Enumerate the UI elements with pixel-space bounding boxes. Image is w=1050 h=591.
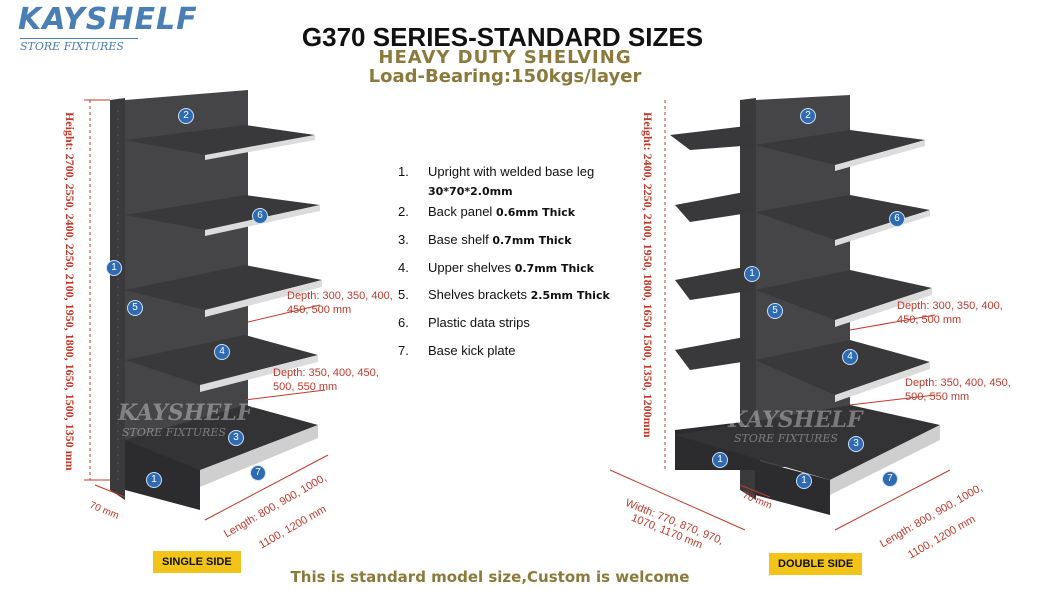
marker-4-single: 4	[214, 344, 230, 360]
feature-text: Upper shelves	[428, 260, 515, 275]
watermark-tagline-single: STORE FIXTURES	[122, 426, 226, 439]
marker-6-single: 6	[252, 208, 268, 224]
feature-item-1-spec: 30*70*2.0mm	[428, 183, 513, 198]
marker-1-double-bottom: 1	[796, 473, 812, 489]
double-depth-base-line1: Depth: 350, 400, 450,	[905, 377, 1011, 389]
marker-2-single: 2	[178, 108, 194, 124]
kayshelf-logo: KAYSHELF	[18, 2, 198, 37]
single-depth-upper-line1: Depth: 300, 350, 400,	[287, 290, 393, 302]
feature-number: 6.	[398, 315, 409, 330]
feature-text: Upright with welded base leg	[428, 164, 595, 179]
feature-item-1: 1. Upright with welded base leg	[398, 164, 594, 179]
double-side-shelf-illustration	[609, 95, 951, 531]
double-depth-upper-line2: 450, 500 mm	[897, 314, 962, 326]
feature-spec: 0.6mm Thick	[495, 206, 576, 219]
load-bearing-text: Load-Bearing:150kgs/layer	[368, 66, 642, 87]
double-side-badge: DOUBLE SIDE	[769, 553, 863, 575]
logo-tagline: STORE FIXTURES	[20, 38, 138, 53]
feature-spec: 30*70*2.0mm	[428, 185, 513, 198]
feature-text: Back panel	[428, 204, 496, 219]
feature-spec: 2.5mm Thick	[530, 289, 610, 302]
watermark-tagline-double: STORE FIXTURES	[734, 432, 838, 445]
marker-3-double: 3	[848, 436, 864, 452]
single-height-label: Height: 2700, 2550, 2400, 2250, 2100, 19…	[63, 112, 77, 471]
double-depth-base-line2: 500, 550 mm	[905, 391, 970, 403]
single-side-shelf-illustration	[84, 90, 329, 521]
feature-number: 2.	[398, 204, 409, 219]
feature-spec: 0.7mm Thick	[514, 262, 594, 275]
single-depth-base-line2: 500, 550 mm	[273, 381, 338, 393]
page-title: G370 SERIES-STANDARD SIZES	[301, 22, 704, 52]
feature-number: 7.	[398, 343, 409, 358]
marker-5-single: 5	[127, 300, 143, 316]
feature-item-3: 3. Base shelf 0.7mm Thick	[398, 232, 572, 247]
feature-item-7: 7. Base kick plate	[398, 343, 515, 358]
marker-2-double: 2	[800, 108, 816, 124]
double-depth-upper-line1: Depth: 300, 350, 400,	[897, 300, 1003, 312]
feature-item-6: 6. Plastic data strips	[398, 315, 530, 330]
feature-text: Shelves brackets	[428, 287, 531, 302]
watermark-logo-single: KAYSHELF	[118, 400, 253, 426]
marker-7-single: 7	[250, 465, 266, 481]
watermark-logo-double: KAYSHELF	[728, 407, 863, 433]
feature-text: Base shelf	[428, 232, 493, 247]
marker-5-double: 5	[767, 303, 783, 319]
marker-1-double-top: 1	[744, 266, 760, 282]
single-depth-upper-line2: 450, 500 mm	[287, 304, 352, 316]
feature-item-2: 2. Back panel 0.6mm Thick	[398, 204, 575, 219]
marker-6-double: 6	[889, 211, 905, 227]
feature-number: 3.	[398, 232, 409, 247]
single-depth-base-line1: Depth: 350, 400, 450,	[273, 367, 379, 379]
feature-number: 4.	[398, 260, 409, 275]
marker-1-single-bottom: 1	[146, 472, 162, 488]
feature-number: 1.	[398, 164, 409, 179]
feature-number: 5.	[398, 287, 409, 302]
marker-3-single: 3	[228, 430, 244, 446]
feature-text: Base kick plate	[428, 343, 516, 358]
feature-item-5: 5. Shelves brackets 2.5mm Thick	[398, 287, 610, 302]
feature-spec: 0.7mm Thick	[492, 234, 572, 247]
marker-1-single-top: 1	[106, 260, 122, 276]
marker-1-double-mid: 1	[712, 452, 728, 468]
feature-item-4: 4. Upper shelves 0.7mm Thick	[398, 260, 594, 275]
single-side-badge: SINGLE SIDE	[153, 551, 241, 573]
page-subtitle: HEAVY DUTY SHELVING	[378, 47, 632, 68]
footer-note: This is standard model size,Custom is we…	[290, 568, 690, 586]
double-height-label: Height: 2400, 2250, 2100, 1950, 1800, 16…	[641, 112, 655, 438]
feature-text: Plastic data strips	[428, 315, 530, 330]
marker-4-double: 4	[842, 349, 858, 365]
marker-7-double: 7	[882, 471, 898, 487]
